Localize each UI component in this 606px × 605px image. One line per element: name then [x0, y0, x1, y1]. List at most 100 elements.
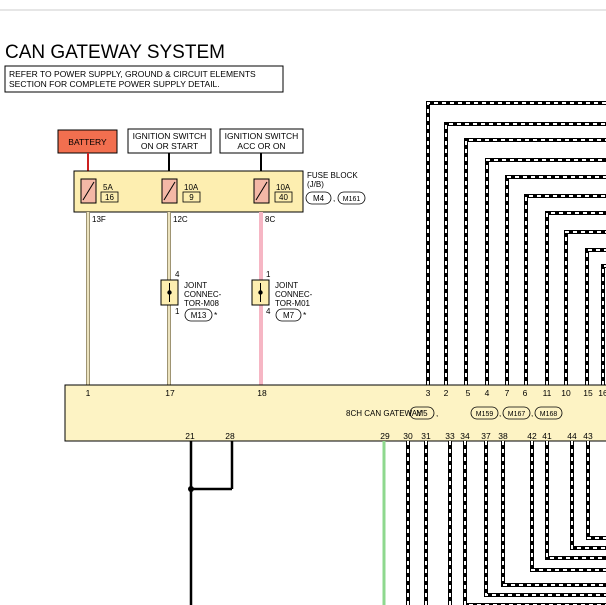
- joint-m08-pin-top: 4: [175, 270, 180, 279]
- harness-top-line-8: [564, 230, 606, 385]
- fuse-block-label: FUSE BLOCK: [307, 171, 358, 180]
- gateway-top-pin-6: 6: [523, 388, 528, 398]
- gateway-conn-1: M5: [416, 409, 428, 418]
- fuse-16: [80, 178, 97, 204]
- wire-21-28-black: [188, 441, 234, 605]
- gateway-top-pin-5: 5: [466, 388, 471, 398]
- fuse-40-num-box: [274, 191, 293, 203]
- gateway-bottom-pin-43: 43: [583, 431, 593, 441]
- gateway-bottom-pin-38: 38: [498, 431, 508, 441]
- ign-acc-on-box: [219, 128, 304, 154]
- fuse-block-conn-1: M4: [313, 194, 325, 203]
- can-gateway-box: [64, 384, 606, 442]
- gateway-top-pin-4: 4: [485, 388, 490, 398]
- gateway-conn-sep-1: ,: [436, 409, 438, 418]
- terminal-12c: 12C: [173, 215, 188, 224]
- gateway-top-pin-18: 18: [257, 388, 267, 398]
- harness-bottom-line-9: [570, 441, 606, 550]
- harness-bottom-line-4: [463, 441, 606, 605]
- gateway-bottom-pin-33: 33: [445, 431, 455, 441]
- gateway-conn-sep-3: ,: [531, 409, 533, 418]
- fuse-block-conn-2-oval: [337, 191, 366, 205]
- gateway-bottom-pin-34: 34: [460, 431, 470, 441]
- fuse-block-conn-1-oval: [305, 191, 332, 205]
- fuse-16-num: 16: [105, 193, 114, 202]
- diagram-title: CAN GATEWAY SYSTEM: [5, 42, 225, 63]
- note-line-1: REFER TO POWER SUPPLY, GROUND & CIRCUIT …: [9, 69, 256, 79]
- joint-m08-label-1: JOINT: [184, 281, 207, 290]
- joint-m01-conn: M7: [283, 311, 295, 320]
- fuse-block-conn-2: M161: [343, 196, 361, 203]
- gateway-bottom-pin-30: 30: [403, 431, 413, 441]
- harness-top-line-1: [426, 101, 606, 385]
- fuse-9-num: 9: [189, 193, 194, 202]
- gateway-label: 8CH CAN GATEWAY: [346, 409, 423, 418]
- joint-m08-dot: [167, 290, 172, 295]
- ign-on-start-line1: IGNITION SWITCH: [133, 131, 207, 141]
- gateway-top-pin-11: 11: [543, 388, 552, 398]
- gateway-bottom-pin-28: 28: [225, 431, 235, 441]
- gateway-conn-sep-2: ,: [499, 409, 501, 418]
- joint-m01-pin-bottom: 4: [266, 307, 271, 316]
- fuse-9-amp: 10A: [184, 183, 199, 192]
- gateway-bottom-pin-37: 37: [481, 431, 491, 441]
- gateway-top-pin-3: 3: [426, 388, 431, 398]
- gateway-top-pin-7: 7: [505, 388, 510, 398]
- gateway-top-pin-2: 2: [444, 388, 449, 398]
- gateway-bottom-pin-29: 29: [380, 431, 390, 441]
- joint-m08-label-2: CONNEC-: [184, 290, 222, 299]
- gateway-conn-2-oval: [470, 406, 499, 420]
- battery-label: BATTERY: [68, 137, 107, 147]
- gateway-conn-4: M168: [540, 411, 558, 418]
- harness-bottom-line-2: [424, 441, 428, 605]
- fuse-block-conn-sep: ,: [333, 194, 335, 203]
- ign-acc-on-line2: ACC OR ON: [237, 141, 285, 151]
- gateway-conn-3-oval: [502, 406, 531, 420]
- harness-bottom-line-5: [484, 441, 606, 597]
- can-bus-harness-bottom: [406, 441, 606, 605]
- gateway-conn-1-oval: [409, 406, 435, 420]
- terminal-13f: 13F: [92, 215, 106, 224]
- gateway-bottom-pin-31: 31: [421, 431, 431, 441]
- ign-on-start-line2: ON OR START: [141, 141, 198, 151]
- harness-bottom-line-8: [545, 441, 606, 560]
- harness-top-line-3: [464, 138, 606, 385]
- joint-m08-conn-oval: [184, 308, 213, 322]
- fuse-40-amp: 10A: [276, 183, 291, 192]
- note-line-2: SECTION FOR COMPLETE POWER SUPPLY DETAIL…: [9, 79, 220, 89]
- joint-m01-label-1: JOINT: [275, 281, 298, 290]
- note-box: [4, 65, 284, 93]
- joint-m01-star: *: [303, 310, 307, 320]
- fuse-40: [253, 178, 270, 204]
- harness-top-line-2: [444, 122, 606, 385]
- joint-m01-label-2: CONNEC-: [275, 290, 313, 299]
- terminal-8c: 8C: [265, 215, 275, 224]
- joint-m08-pin-bottom: 1: [175, 307, 180, 316]
- can-bus-harness-top: [426, 101, 606, 385]
- fuse-9: [161, 178, 178, 204]
- ign-acc-on-line1: IGNITION SWITCH: [225, 131, 299, 141]
- gateway-conn-2: M159: [476, 411, 494, 418]
- gateway-bottom-pin-41: 41: [542, 431, 552, 441]
- gateway-bottom-pin-44: 44: [567, 431, 577, 441]
- fuse-16-num-box: [100, 191, 119, 203]
- harness-top-line-9: [585, 248, 606, 385]
- joint-m01-conn-oval: [275, 308, 302, 322]
- harness-bottom-line-3: [448, 441, 452, 605]
- gateway-top-pin-15: 15: [583, 388, 593, 398]
- harness-top-line-10: [601, 264, 606, 385]
- gateway-conn-3: M167: [508, 411, 526, 418]
- harness-bottom-line-7: [530, 441, 606, 572]
- joint-m01-label-3: TOR-M01: [275, 299, 311, 308]
- joint-m08-star: *: [214, 310, 218, 320]
- fuse-9-num-box: [182, 191, 201, 203]
- fuse-16-amp: 5A: [103, 183, 113, 192]
- harness-bottom-line-10: [586, 441, 606, 540]
- gateway-conn-4-oval: [534, 406, 563, 420]
- joint-m08-label-3: TOR-M08: [184, 299, 220, 308]
- joint-m01-pin-top: 1: [266, 270, 271, 279]
- harness-top-line-5: [505, 175, 606, 385]
